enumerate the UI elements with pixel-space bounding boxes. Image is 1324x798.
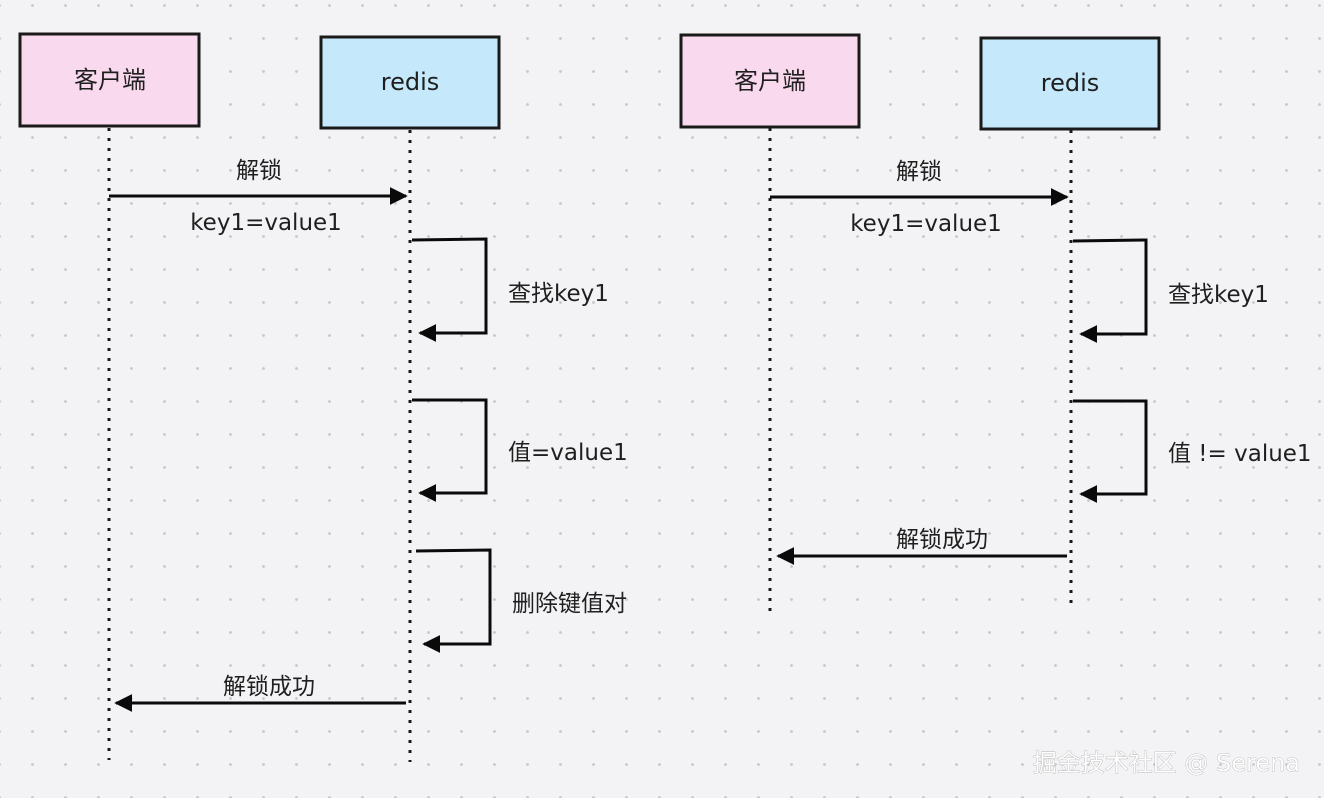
compare-value-self-arrow (1073, 399, 1148, 503)
client-participant-box (18, 32, 201, 128)
find-key-label: 查找key1 (508, 281, 609, 307)
find-key-label: 查找key1 (1168, 282, 1269, 308)
redis-participant-box (979, 36, 1161, 131)
redis-participant-box (319, 35, 501, 130)
compare-value-label: 值 != value1 (1168, 441, 1312, 467)
unlock-request-key-label: key1=value1 (850, 211, 1002, 237)
unlock-request-key-label: key1=value1 (190, 210, 342, 236)
unlock-success-label: 解锁成功 (896, 527, 988, 553)
client-participant-box (679, 33, 861, 129)
compare-value-self-arrow (412, 398, 488, 502)
unlock-request-label: 解锁 (236, 158, 282, 184)
find-key-self-arrow (1072, 238, 1148, 343)
redis-participant-label: redis (381, 68, 440, 96)
client-participant-label: 客户端 (734, 67, 806, 95)
client-participant-label: 客户端 (74, 66, 146, 94)
unlock-success-label: 解锁成功 (223, 674, 315, 700)
delete-pair-label: 删除键值对 (512, 591, 627, 617)
right-diagram: 客户端 redis 解锁 key1=value1 查找key1 值 != val… (679, 33, 1312, 618)
unlock-request-label: 解锁 (896, 159, 942, 185)
compare-value-label: 值=value1 (508, 440, 628, 466)
find-key-self-arrow (411, 237, 488, 342)
watermark-text: 掘金技术社区 @ Serena (1033, 749, 1300, 777)
left-diagram: 客户端 redis 解锁 key1=value1 查找key1 值=value1… (18, 32, 628, 762)
delete-pair-self-arrow (415, 548, 492, 653)
redis-participant-label: redis (1041, 69, 1100, 97)
